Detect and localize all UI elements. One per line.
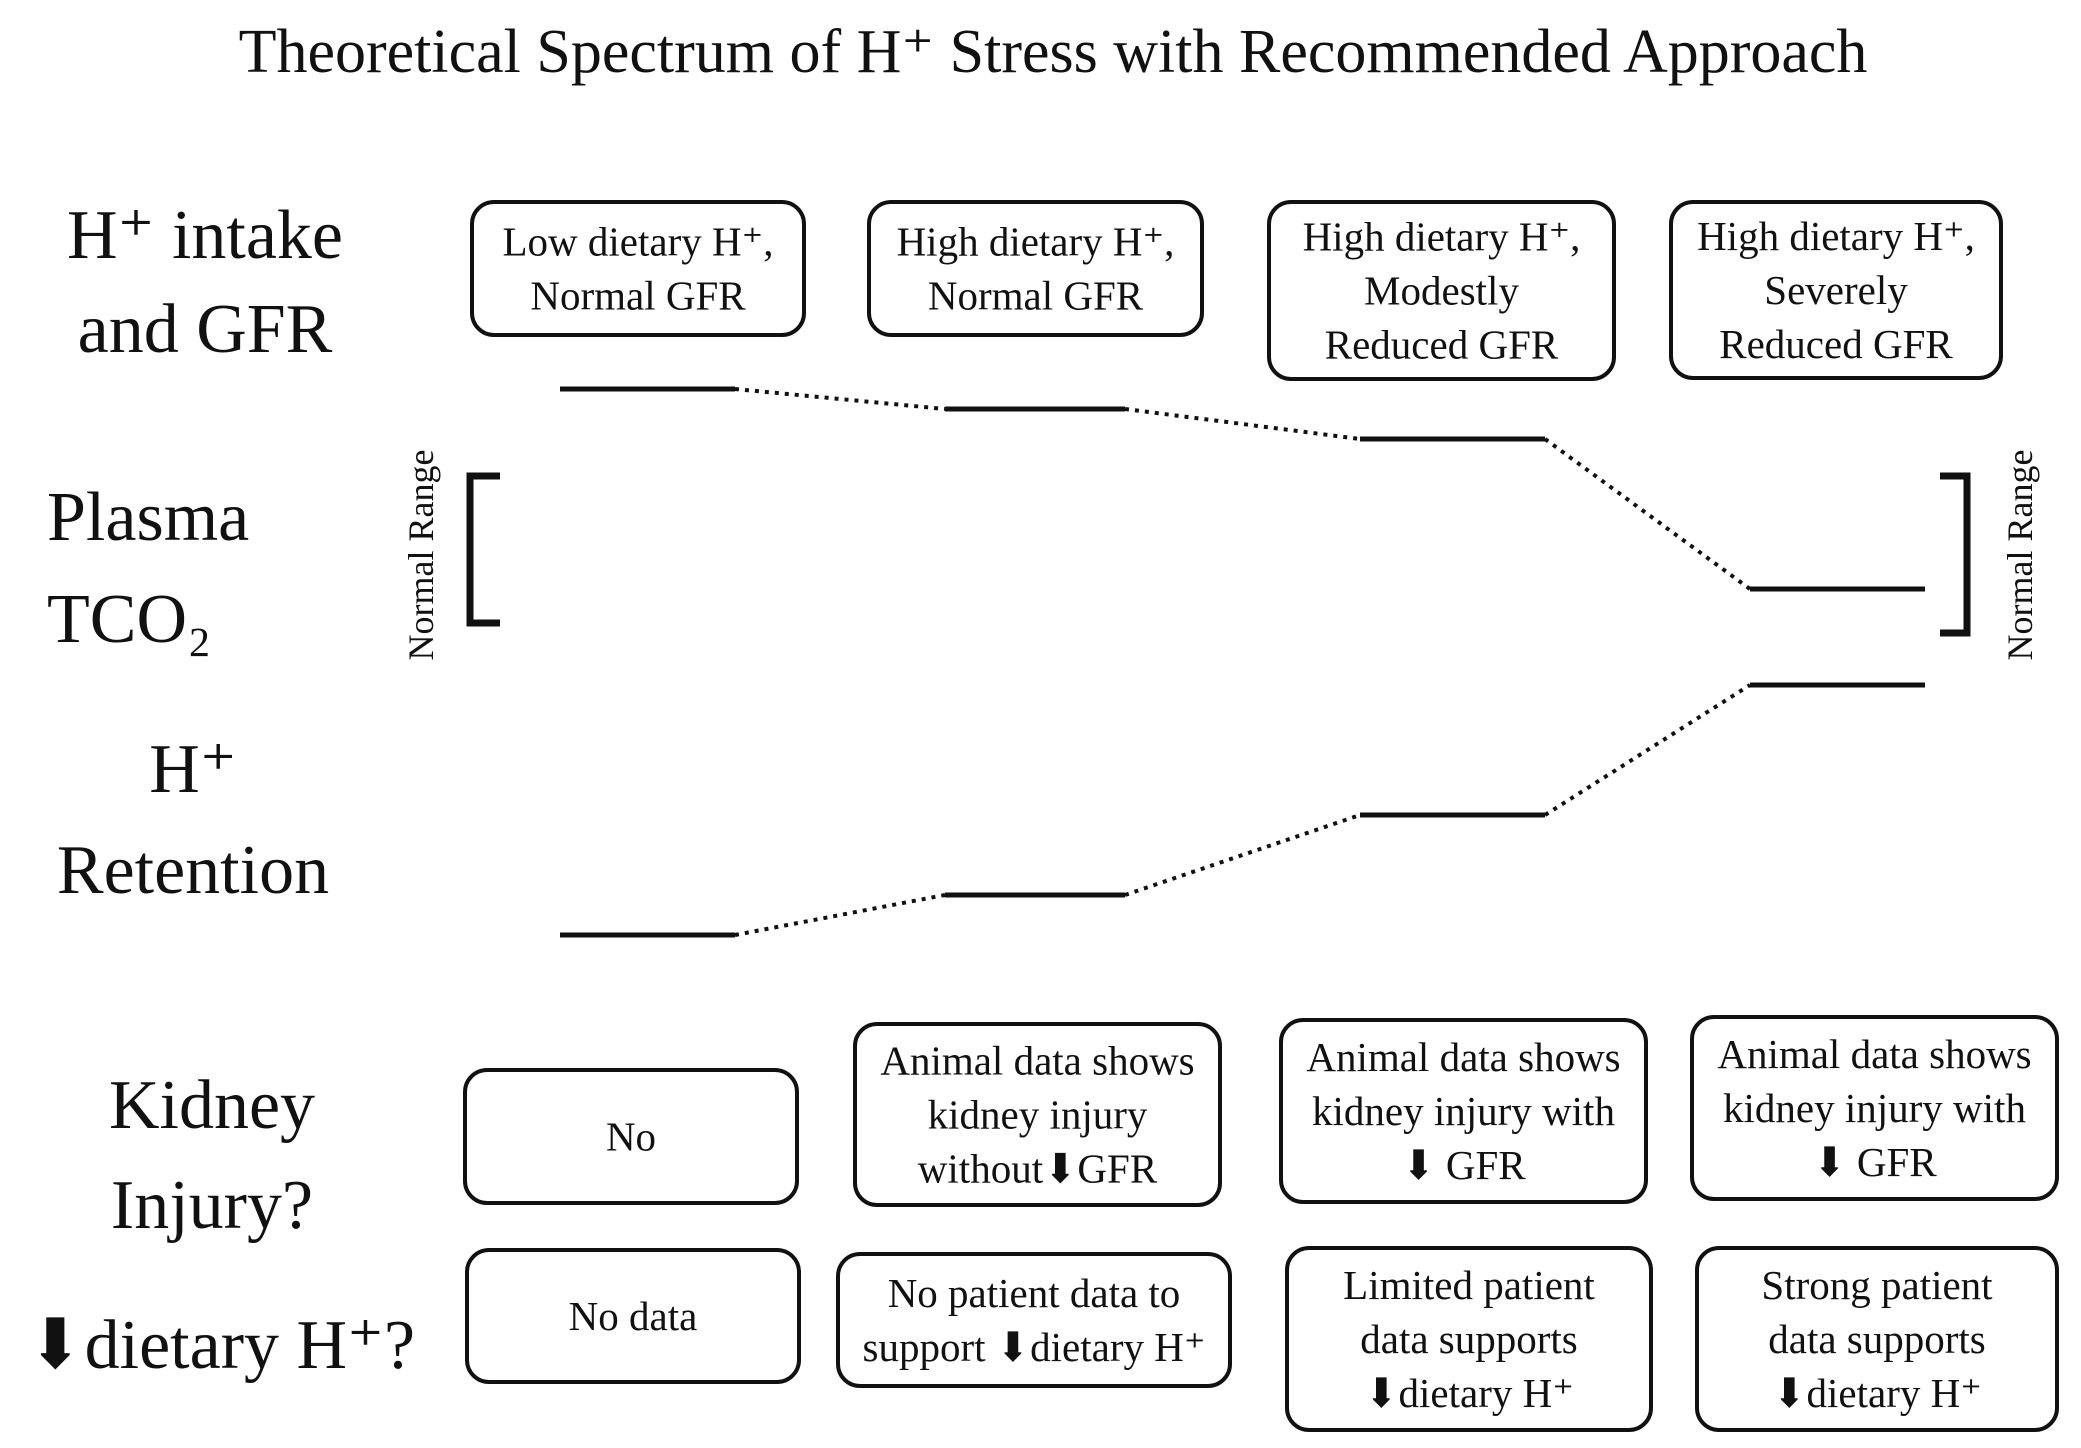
intake-box-2: High dietary H⁺, Normal GFR — [867, 200, 1204, 337]
injury-box-4-line-2: kidney injury with — [1723, 1085, 2026, 1131]
row-label-dietary: ⬇dietary H⁺? — [26, 1307, 415, 1384]
dietary-box-2: No patient data to support ⬇dietary H⁺ — [836, 1252, 1232, 1388]
injury-box-2: Animal data shows kidney injury without⬇GF… — [853, 1022, 1222, 1207]
injury-box-3-frame — [1279, 1018, 1648, 1204]
intake-box-4-line-2: Severely — [1764, 267, 1908, 313]
intake-box-3-line-1: High dietary H⁺, — [1303, 214, 1581, 260]
injury-box-4-frame — [1690, 1015, 2059, 1201]
row-label-intake-line1: H⁺ intake — [67, 197, 343, 274]
intake-box-1-line-2: Normal GFR — [530, 273, 746, 319]
injury-box-3-line-3: ⬇ GFR — [1401, 1142, 1526, 1188]
injury-boxes: No Animal data shows kidney injury without⬇… — [463, 1015, 2059, 1207]
dietary-box-4-line-1: Strong patient — [1761, 1262, 1993, 1308]
row-label-injury-line2: Injury? — [111, 1167, 313, 1244]
dietary-box-2-line-1: No patient data to — [888, 1270, 1181, 1316]
plasma-tco2-connector-3 — [1543, 437, 1752, 591]
injury-box-4-line-3: ⬇ GFR — [1812, 1139, 1937, 1185]
intake-box-4-line-1: High dietary H⁺, — [1697, 213, 1975, 259]
row-label-injury-line1: Kidney — [109, 1067, 315, 1144]
injury-box-4: Animal data shows kidney injury with ⬇ GFR — [1690, 1015, 2059, 1201]
row-label-injury: Kidney Injury? — [109, 1067, 315, 1244]
dietary-box-4: Strong patient data supports ⬇dietary H⁺ — [1695, 1246, 2059, 1432]
plasma-tco2-levels — [560, 386, 1925, 592]
row-label-tco2-line1: Plasma — [47, 479, 249, 556]
dietary-box-3-line-1: Limited patient — [1343, 1262, 1595, 1308]
dietary-box-2-line-2: support ⬇dietary H⁺ — [863, 1324, 1206, 1370]
dietary-box-3-frame — [1285, 1246, 1653, 1432]
injury-box-1-line-1: No — [606, 1114, 656, 1160]
dietary-box-1-line-1: No data — [569, 1293, 698, 1339]
injury-box-1-frame — [463, 1068, 799, 1205]
row-label-retention-line2: Retention — [57, 832, 329, 909]
row-label-tco2: Plasma TCO₂ — [47, 479, 249, 658]
h-retention-connector-1 — [734, 893, 946, 937]
injury-box-3-line-2: kidney injury with — [1312, 1088, 1615, 1134]
row-label-intake-line2: and GFR — [78, 291, 333, 368]
h-retention-levels — [560, 682, 1925, 938]
intake-box-4-frame — [1669, 200, 2003, 380]
intake-box-2-line-1: High dietary H⁺, — [897, 219, 1175, 265]
diagram-title: Theoretical Spectrum of H⁺ Stress with R… — [239, 18, 1868, 86]
plasma-tco2-connector-1 — [734, 387, 946, 411]
dietary-box-1-frame — [465, 1248, 801, 1384]
dietary-box-4-line-2: data supports — [1768, 1316, 1986, 1362]
dietary-box-2-frame — [836, 1252, 1232, 1388]
normal-range-label-right: Normal Range — [2000, 450, 2040, 661]
dietary-box-4-frame — [1695, 1246, 2059, 1432]
injury-box-3-line-1: Animal data shows — [1306, 1034, 1620, 1080]
dietary-box-3-line-3: ⬇dietary H⁺ — [1364, 1370, 1574, 1416]
row-label-retention-line1: H⁺ — [149, 731, 237, 808]
dietary-boxes: No data No patient data to support ⬇dietar… — [465, 1246, 2059, 1432]
intake-box-2-frame — [867, 200, 1204, 337]
normal-range-label-left: Normal Range — [401, 450, 441, 661]
injury-box-2-line-3: without⬇GFR — [918, 1146, 1158, 1192]
dietary-box-3: Limited patient data supports ⬇dietary H⁺ — [1285, 1246, 1653, 1432]
intake-box-3-line-3: Reduced GFR — [1325, 322, 1559, 368]
injury-box-2-frame — [853, 1022, 1222, 1207]
injury-box-2-line-2: kidney injury — [928, 1092, 1148, 1138]
normal-range-bracket-left — [466, 472, 500, 627]
h-retention-connector-3 — [1543, 683, 1752, 817]
injury-box-3: Animal data shows kidney injury with ⬇ GFR — [1279, 1018, 1648, 1204]
dietary-box-1: No data — [465, 1248, 801, 1384]
intake-box-3-frame — [1267, 200, 1616, 381]
dietary-box-3-line-2: data supports — [1360, 1316, 1578, 1362]
injury-box-4-line-1: Animal data shows — [1717, 1031, 2031, 1077]
row-label-retention: H⁺ Retention — [57, 731, 329, 909]
intake-box-1-line-1: Low dietary H⁺, — [503, 219, 774, 265]
intake-box-2-line-2: Normal GFR — [928, 273, 1144, 319]
intake-box-1: Low dietary H⁺, Normal GFR — [470, 200, 806, 337]
intake-box-3-line-2: Modestly — [1364, 268, 1519, 314]
h-retention-connector-2 — [1124, 813, 1361, 897]
intake-box-1-frame — [470, 200, 806, 337]
row-label-intake: H⁺ intake and GFR — [67, 197, 343, 368]
row-label-tco2-line2: TCO₂ — [47, 581, 211, 658]
row-label-dietary-line1: ⬇dietary H⁺? — [26, 1307, 415, 1384]
dietary-box-4-line-3: ⬇dietary H⁺ — [1772, 1370, 1982, 1416]
injury-box-1: No — [463, 1068, 799, 1205]
normal-range-bracket-right — [1940, 472, 1971, 637]
plasma-tco2-connector-2 — [1124, 407, 1361, 441]
intake-box-4-line-3: Reduced GFR — [1719, 321, 1953, 367]
injury-box-2-line-1: Animal data shows — [880, 1038, 1194, 1084]
